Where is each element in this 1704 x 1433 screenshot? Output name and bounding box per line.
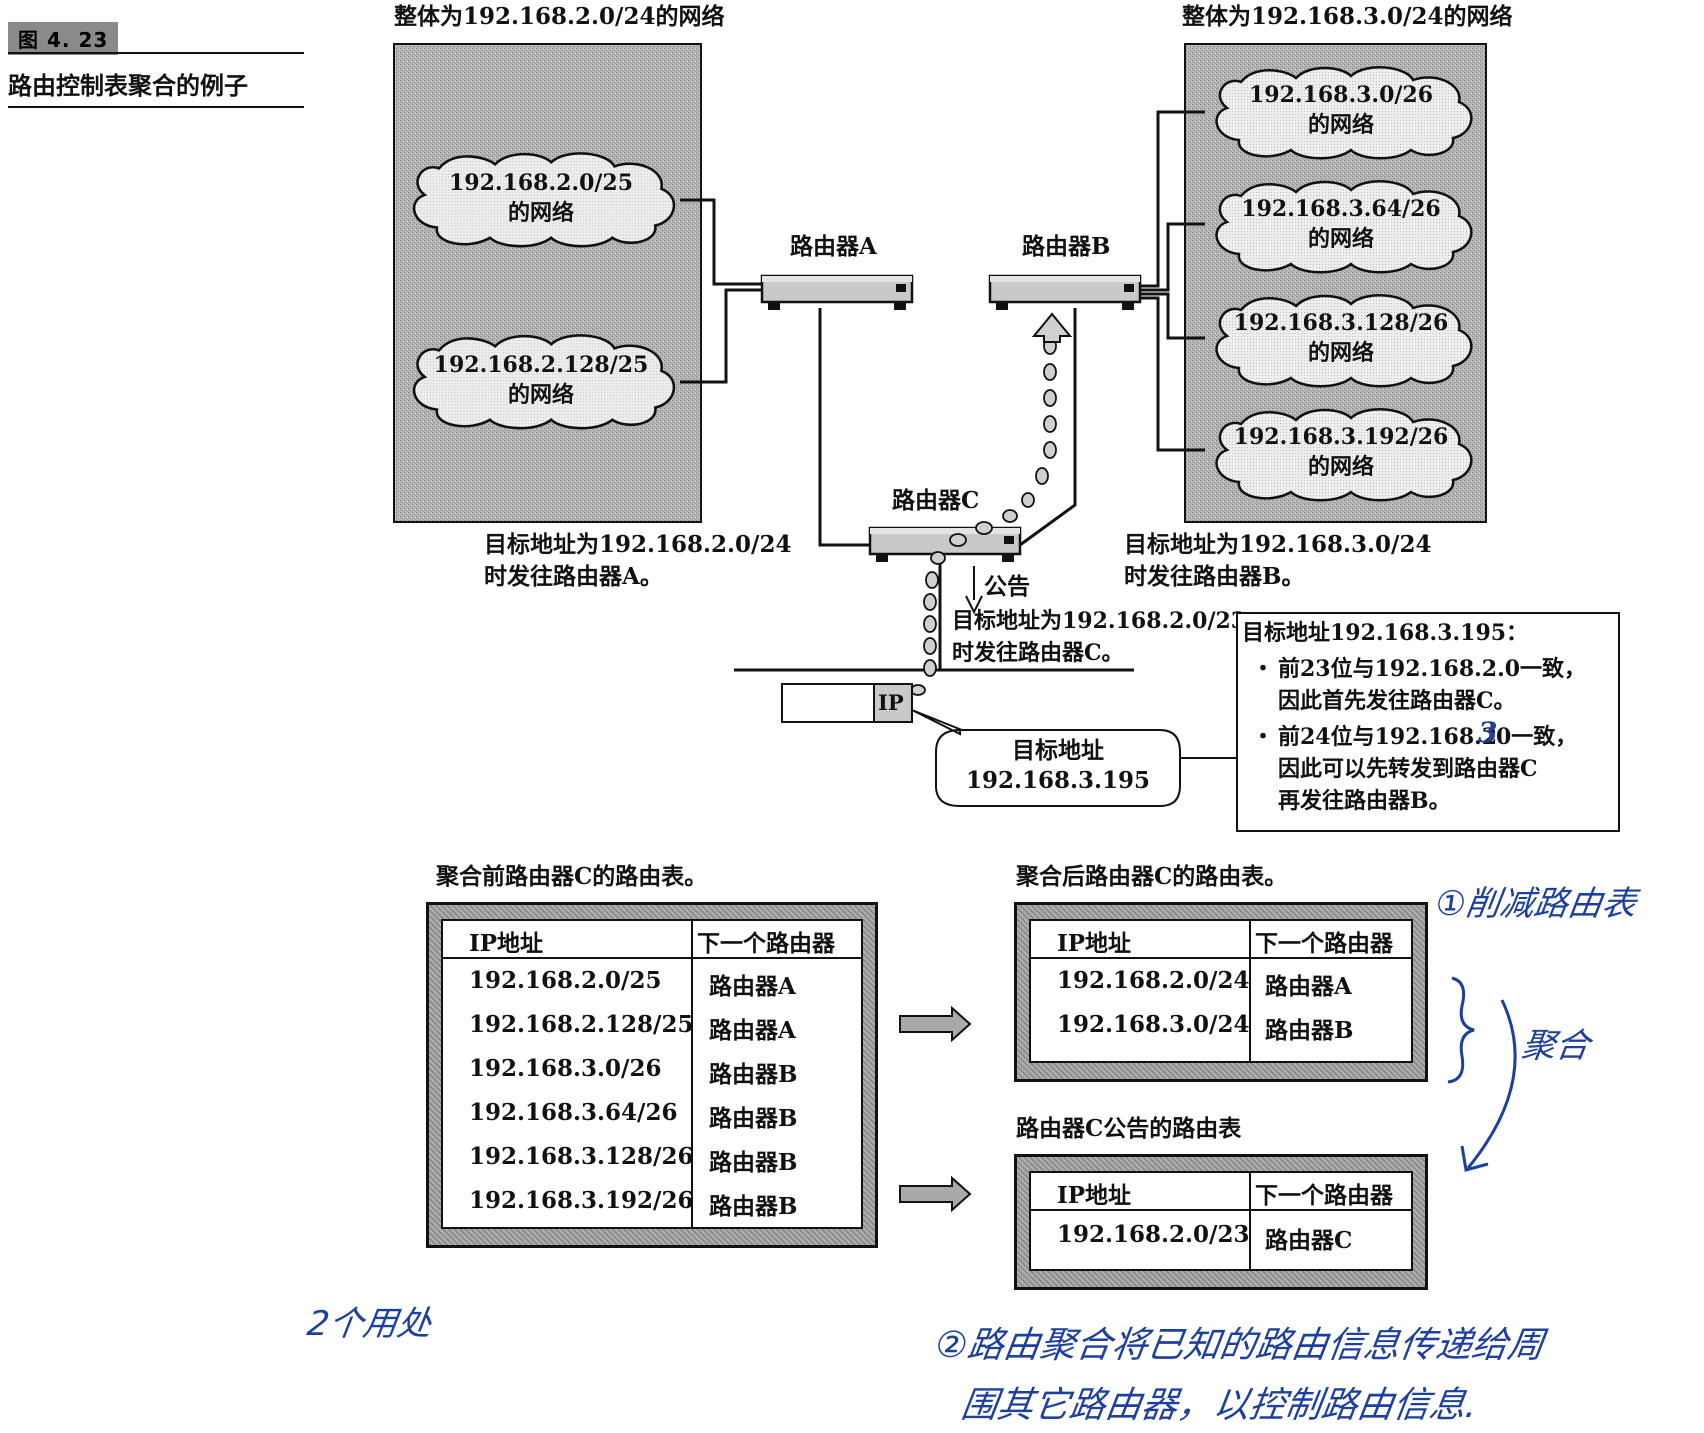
cloud-right-2-label: 192.168.3.64/26 的网络 xyxy=(1241,196,1441,252)
router-b-device xyxy=(988,274,1142,310)
handwritten-note-two-uses: 2个用处 xyxy=(304,1304,434,1344)
table-before: IP地址 下一个路由器 192.168.2.0/25 路由器A 192.168.… xyxy=(426,902,878,1248)
info-title: 目标地址192.168.3.195： xyxy=(1242,620,1529,646)
table-after-col-ip: IP地址 xyxy=(1057,930,1132,957)
info-b2-line1-post: 0一致， xyxy=(1496,724,1578,750)
info-b2-line3: 再发往路由器B。 xyxy=(1278,788,1451,814)
cloud-right-3-label: 192.168.3.128/26 的网络 xyxy=(1233,310,1449,366)
table-advertised: IP地址 下一个路由器 192.168.2.0/23 路由器C xyxy=(1014,1154,1428,1290)
table-advertised-title: 路由器C公告的路由表 xyxy=(1016,1115,1242,1142)
info-b2-line1-pre: 前24位与192.168.2 xyxy=(1278,724,1498,750)
info-b2-line2: 因此可以先转发到路由器C xyxy=(1278,756,1538,782)
figure-label: 图 4. 23 xyxy=(8,22,119,55)
advert-line2: 时发往路由器C。 xyxy=(952,640,1124,666)
left-network-area xyxy=(393,43,702,523)
table-after: IP地址 下一个路由器 192.168.2.0/24 路由器A 192.168.… xyxy=(1014,902,1428,1082)
table-advertised-col-next: 下一个路由器 xyxy=(1255,1182,1393,1209)
table-before-col-ip: IP地址 xyxy=(469,930,544,957)
handwritten-note-line2: 围其它路由器，以控制路由信息. xyxy=(958,1385,1480,1426)
routing-explanation-box: 目标地址192.168.3.195： ・ 前23位与192.168.2.0一致，… xyxy=(1236,612,1620,832)
table-before-col-next: 下一个路由器 xyxy=(697,930,835,957)
cloud-right-4-label: 192.168.3.192/26 的网络 xyxy=(1233,424,1449,480)
cloud-right-1-label: 192.168.3.0/26 的网络 xyxy=(1248,82,1434,138)
advert-word: 公告 xyxy=(984,573,1030,600)
packet-callout-text: 目标地址 192.168.3.195 xyxy=(965,737,1151,794)
cloud-left-2-label: 192.168.2.128/25 的网络 xyxy=(433,352,649,408)
handwritten-note-reduce: ①削减路由表 xyxy=(1432,884,1639,924)
callout-bubble xyxy=(911,709,1181,807)
figure-title: 路由控制表聚合的例子 xyxy=(8,72,248,100)
info-bullet-1-marker: ・ xyxy=(1252,656,1275,682)
router-a-device xyxy=(760,274,914,310)
router-b-label: 路由器B xyxy=(1022,233,1111,260)
advert-line1: 目标地址为192.168.2.0/23 xyxy=(952,608,1247,634)
info-b1-line2: 因此首先发往路由器C。 xyxy=(1278,688,1516,714)
router-c-device xyxy=(868,526,1022,562)
header-rule-bottom xyxy=(8,106,304,108)
table-after-col-next: 下一个路由器 xyxy=(1255,930,1393,957)
note-right-line2: 时发往路由器B。 xyxy=(1124,563,1305,590)
table-before-title: 聚合前路由器C的路由表。 xyxy=(436,863,708,890)
note-right-line1: 目标地址为192.168.3.0/24 xyxy=(1124,531,1432,558)
packet-arrow-head xyxy=(1031,312,1073,343)
info-bullet-2-marker: ・ xyxy=(1252,724,1275,750)
ip-tag: IP xyxy=(878,690,904,715)
table-after-title: 聚合后路由器C的路由表。 xyxy=(1016,863,1288,890)
table-arrows xyxy=(899,1005,972,1213)
handwritten-note-line1: ②路由聚合将已知的路由信息传递给周 xyxy=(932,1325,1547,1366)
info-hand-digit: 3 xyxy=(1478,716,1498,749)
cloud-left-1-label: 192.168.2.0/25 的网络 xyxy=(448,170,634,226)
router-a-label: 路由器A xyxy=(790,233,877,260)
handwritten-note-aggregate: 聚合 xyxy=(1518,1026,1593,1066)
right-area-title: 整体为192.168.3.0/24的网络 xyxy=(1182,3,1513,30)
note-left-line2: 时发往路由器A。 xyxy=(484,563,663,590)
header-rule-top xyxy=(8,52,304,54)
info-b1-line1: 前23位与192.168.2.0一致， xyxy=(1278,656,1587,682)
left-area-title: 整体为192.168.2.0/24的网络 xyxy=(394,3,725,30)
note-left-line1: 目标地址为192.168.2.0/24 xyxy=(484,531,792,558)
router-c-label: 路由器C xyxy=(892,487,980,514)
table-advertised-col-ip: IP地址 xyxy=(1057,1182,1132,1209)
packet-path xyxy=(910,337,1057,696)
